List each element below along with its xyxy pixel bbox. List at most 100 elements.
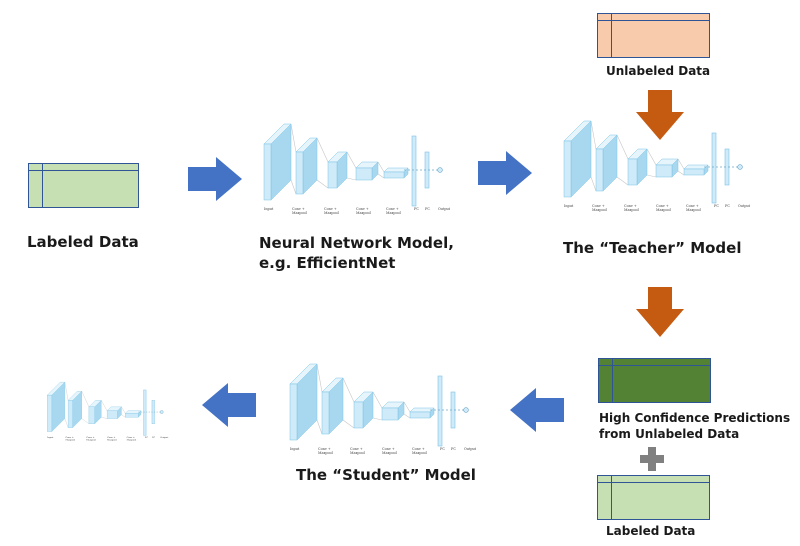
cnn-layer-block bbox=[124, 410, 142, 418]
cnn-connector bbox=[316, 137, 329, 163]
cnn-layer-block bbox=[321, 377, 344, 435]
cnn-output-node bbox=[737, 164, 743, 170]
unlabeled-data-table bbox=[597, 13, 710, 58]
cnn-layer-label: Conv +Maxpool bbox=[686, 204, 701, 212]
cnn-connector bbox=[81, 418, 90, 424]
cnn-connector bbox=[346, 177, 357, 181]
cnn-connector bbox=[616, 176, 629, 186]
cnn-connector bbox=[121, 406, 126, 414]
cnn-diagram-student: Input Conv +Maxpool Conv +Maxpool Conv +Max… bbox=[289, 363, 477, 455]
cnn-layer-block bbox=[355, 161, 379, 181]
cnn-diagram-teacher: Input Conv +Maxpool Conv +Maxpool Conv +Max… bbox=[563, 120, 751, 212]
cnn-layer-block bbox=[327, 151, 348, 189]
cnn-layer-label: Conv +Maxpool bbox=[292, 207, 307, 215]
nn-model-label: Neural Network Model, e.g. EfficientNet bbox=[259, 234, 454, 273]
arrow-down-icon bbox=[636, 287, 684, 337]
cnn-layer-block bbox=[353, 391, 374, 429]
labeled-data-label: Labeled Data bbox=[27, 233, 139, 251]
cnn-layer-label: FC bbox=[725, 204, 730, 208]
cnn-connector bbox=[64, 418, 69, 428]
cnn-layer-label: Output bbox=[464, 447, 477, 451]
plus-icon bbox=[640, 447, 664, 471]
cnn-diagram-nn-model: Input Conv +Maxpool Conv +Maxpool Conv +Max… bbox=[263, 123, 451, 215]
cnn-connector bbox=[590, 120, 597, 150]
student-model-label: The “Student” Model bbox=[296, 466, 476, 484]
nn-model-label-line1: Neural Network Model, bbox=[259, 234, 454, 252]
cnn-connector bbox=[403, 401, 411, 413]
cnn-layer-block bbox=[627, 148, 648, 186]
cnn-layer-block bbox=[295, 137, 318, 195]
cnn-connector bbox=[64, 382, 69, 401]
cnn-output-node bbox=[463, 407, 469, 413]
cnn-connector bbox=[377, 173, 385, 179]
cnn-layer-label: Input bbox=[564, 204, 574, 208]
cnn-connector bbox=[646, 148, 657, 166]
cnn-layer-label: Output bbox=[738, 204, 751, 208]
cnn-output-node bbox=[437, 167, 443, 173]
cnn-layer-label: Conv +Maxpool bbox=[356, 207, 371, 215]
cnn-layer-label: FC bbox=[714, 204, 719, 208]
cnn-connector bbox=[677, 158, 685, 170]
cnn-fc-layer bbox=[143, 389, 147, 436]
cnn-fc-layer bbox=[411, 135, 417, 207]
cnn-layer-label: Conv +Maxpool bbox=[350, 447, 365, 455]
cnn-connector bbox=[316, 363, 323, 393]
cnn-layer-block bbox=[106, 406, 122, 419]
labeled-data-bottom-label: Labeled Data bbox=[606, 524, 696, 538]
cnn-layer-label: Input bbox=[47, 436, 53, 439]
cnn-layer-label: Conv +Maxpool bbox=[66, 436, 76, 442]
cnn-connector bbox=[646, 174, 657, 178]
cnn-fc-layer bbox=[437, 375, 443, 447]
cnn-connector bbox=[101, 417, 108, 419]
cnn-connector bbox=[372, 417, 383, 421]
cnn-connector bbox=[677, 170, 685, 176]
cnn-layer-label: FC bbox=[152, 436, 156, 439]
cnn-layer-label: Conv +Maxpool bbox=[127, 436, 137, 442]
cnn-connector bbox=[346, 151, 357, 169]
high-confidence-line1: High Confidence Predictions bbox=[599, 411, 791, 425]
cnn-layer-block bbox=[289, 363, 318, 441]
arrow-right-icon bbox=[188, 157, 242, 201]
cnn-layer-label: Conv +Maxpool bbox=[656, 204, 671, 212]
cnn-layer-label: FC bbox=[414, 207, 419, 211]
cnn-layer-block bbox=[409, 407, 435, 419]
cnn-connector bbox=[342, 377, 355, 403]
cnn-layer-label: Conv +Maxpool bbox=[324, 207, 339, 215]
cnn-layer-block bbox=[595, 134, 618, 192]
cnn-connector bbox=[316, 179, 329, 189]
cnn-layer-label: Conv +Maxpool bbox=[592, 204, 607, 212]
cnn-connector bbox=[290, 179, 297, 195]
high-confidence-label: High Confidence Predictions from Unlabel… bbox=[599, 411, 790, 442]
cnn-connector bbox=[372, 391, 383, 409]
cnn-layer-label: Input bbox=[290, 447, 300, 451]
arrow-right-icon bbox=[478, 151, 532, 195]
cnn-layer-block bbox=[655, 158, 679, 178]
cnn-connector bbox=[101, 400, 108, 411]
cnn-layer-block bbox=[67, 390, 83, 429]
cnn-fc-layer bbox=[711, 132, 717, 204]
cnn-connector bbox=[342, 419, 355, 429]
cnn-layer-label: FC bbox=[451, 447, 456, 451]
cnn-output-node bbox=[159, 410, 164, 414]
cnn-layer-block bbox=[383, 167, 409, 179]
cnn-connector bbox=[616, 134, 629, 160]
cnn-diagram-output: Input Conv +Maxpool Conv +Maxpool Conv +Max… bbox=[46, 381, 168, 442]
cnn-layer-label: Conv +Maxpool bbox=[382, 447, 397, 455]
labeled-data-table-bottom bbox=[597, 475, 710, 520]
arrow-left-icon bbox=[510, 388, 564, 432]
predictions-data-table bbox=[598, 358, 711, 403]
cnn-layer-label: Input bbox=[264, 207, 274, 211]
labeled-data-table-left bbox=[28, 163, 139, 208]
cnn-connector bbox=[316, 419, 323, 435]
unlabeled-data-label: Unlabeled Data bbox=[606, 64, 711, 78]
cnn-layer-label: Conv +Maxpool bbox=[107, 436, 117, 442]
cnn-layer-label: Conv +Maxpool bbox=[624, 204, 639, 212]
arrow-left-icon bbox=[202, 383, 256, 427]
cnn-layer-label: FC bbox=[425, 207, 430, 211]
cnn-connector bbox=[121, 414, 126, 418]
cnn-layer-label: Conv +Maxpool bbox=[412, 447, 427, 455]
cnn-layer-block bbox=[46, 381, 66, 432]
cnn-connector bbox=[377, 161, 385, 173]
cnn-layer-block bbox=[381, 401, 405, 421]
cnn-layer-label: FC bbox=[145, 436, 149, 439]
